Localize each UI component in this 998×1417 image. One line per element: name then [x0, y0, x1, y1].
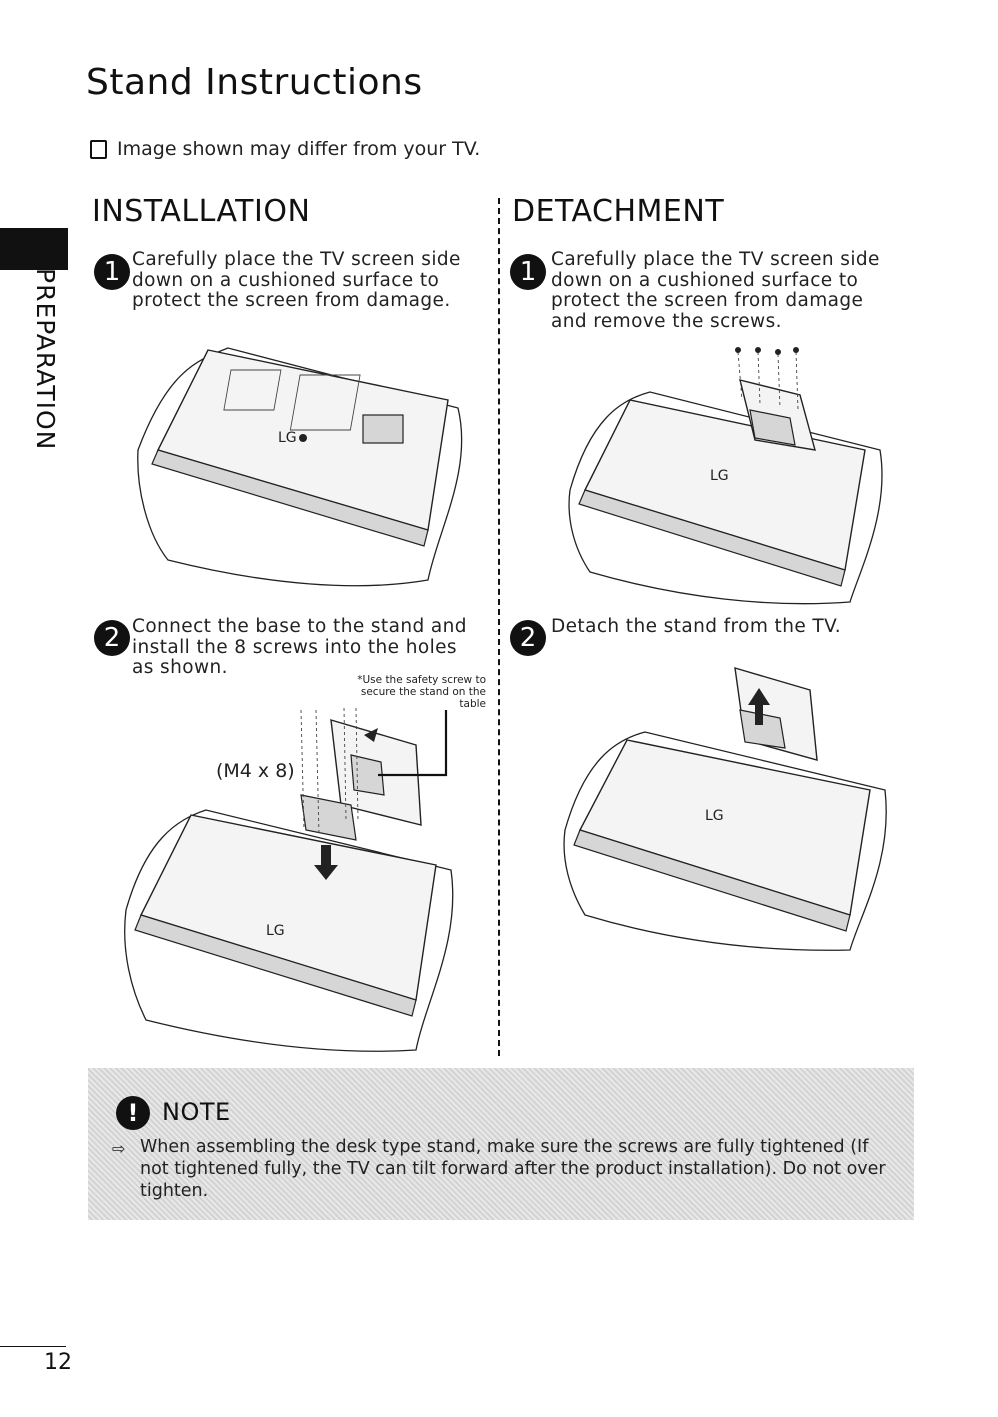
installation-step2-text: Connect the base to the stand and instal…: [132, 617, 477, 679]
page-number: 12: [44, 1350, 72, 1375]
page-title: Stand Instructions: [86, 62, 423, 103]
arrow-right-icon: ⇨: [112, 1139, 125, 1158]
installation-heading: INSTALLATION: [92, 194, 310, 229]
warning-icon: !: [116, 1096, 150, 1130]
disclaimer-line: Image shown may differ from your TV.: [90, 138, 480, 160]
disclaimer-text: Image shown may differ from your TV.: [117, 138, 480, 160]
stand-detach-illustration: LG: [555, 660, 895, 955]
detachment-step1-text: Carefully place the TV screen side down …: [551, 250, 901, 332]
step-number-badge: 1: [94, 254, 130, 290]
installation-step1-text: Carefully place the TV screen side down …: [132, 250, 462, 312]
side-tab-text: PREPARATION: [31, 268, 60, 450]
svg-text:LG: LG: [705, 808, 724, 824]
checkbox-icon: [90, 140, 107, 159]
note-text: When assembling the desk type stand, mak…: [140, 1136, 892, 1202]
page-number-rule: [0, 1346, 66, 1347]
svg-text:LG: LG: [266, 923, 285, 939]
step-number-badge: 2: [94, 620, 130, 656]
svg-text:LG: LG: [710, 468, 729, 484]
tv-remove-screws-illustration: LG: [560, 340, 890, 610]
detachment-step2-text: Detach the stand from the TV.: [551, 617, 891, 638]
detachment-heading: DETACHMENT: [512, 194, 724, 229]
step-number-badge: 2: [510, 620, 546, 656]
tv-face-down-illustration: LG: [128, 330, 476, 598]
side-tab-marker: [0, 228, 68, 270]
step-number-badge: 1: [510, 254, 546, 290]
svg-text:LG: LG: [278, 430, 297, 446]
column-divider: [498, 198, 500, 1056]
note-heading: NOTE: [162, 1098, 231, 1126]
stand-assembly-illustration: LG: [116, 700, 476, 1055]
